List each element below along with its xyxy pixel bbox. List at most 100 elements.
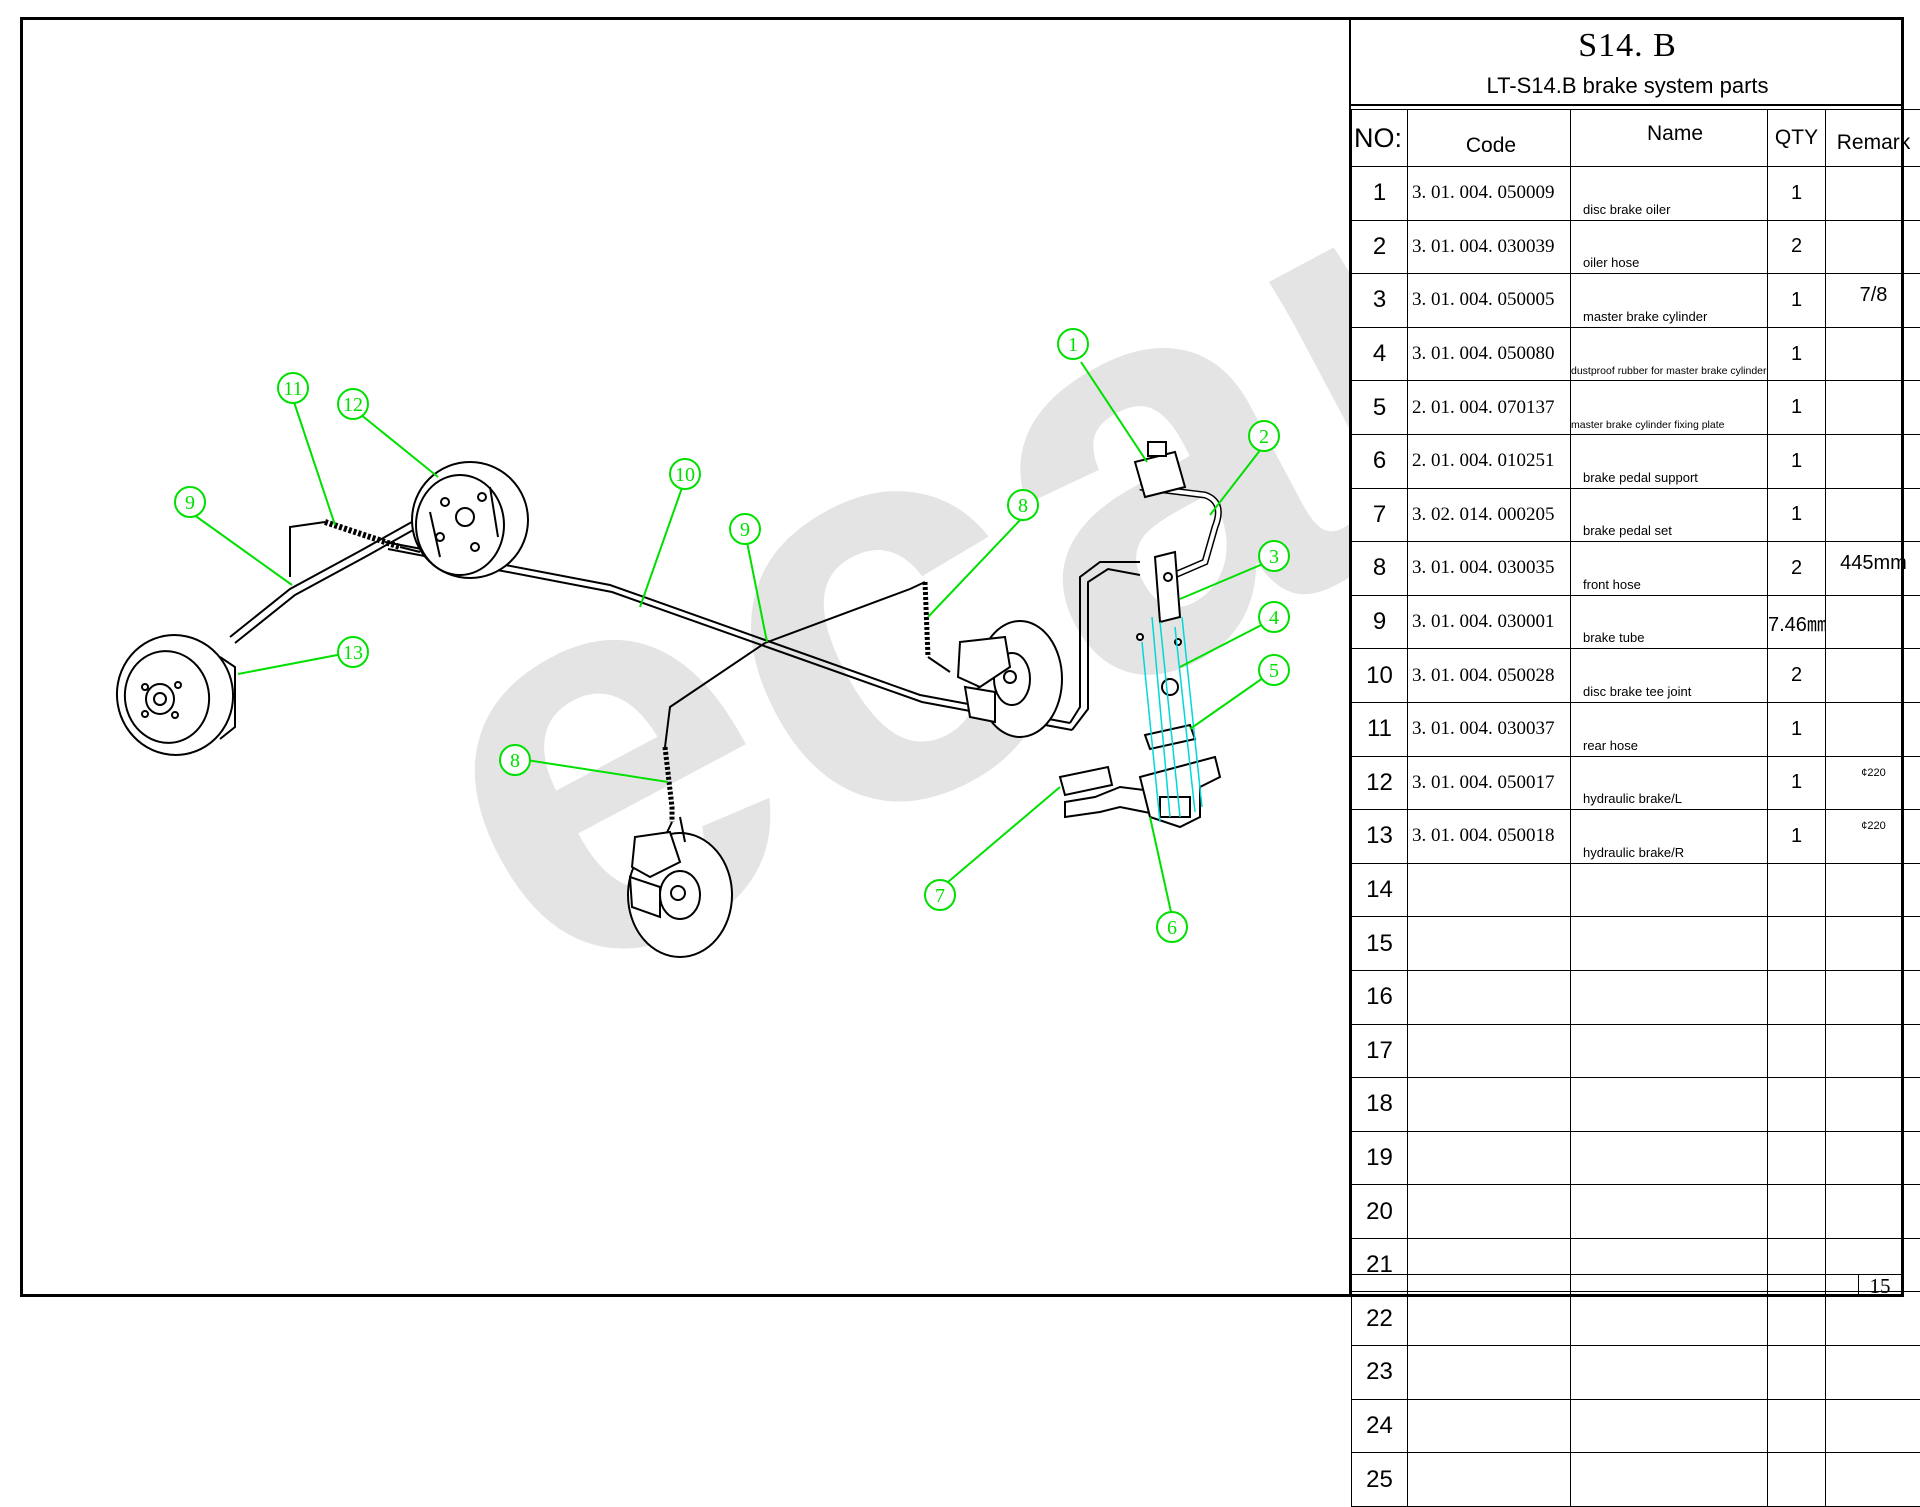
cell-remark (1826, 1131, 1920, 1185)
cell-remark (1826, 1346, 1920, 1400)
cell-code: 3. 01. 004. 030037 (1408, 702, 1571, 756)
cell-name: hydraulic brake/R (1571, 810, 1768, 864)
cell-name (1571, 1399, 1768, 1453)
cell-no: 3 (1352, 274, 1408, 328)
cell-name: disc brake oiler (1571, 167, 1768, 221)
cell-no: 12 (1352, 756, 1408, 810)
callout-label: 7 (935, 885, 945, 907)
cell-code (1408, 863, 1571, 917)
table-row: 15 (1352, 917, 1920, 971)
cell-no: 11 (1352, 702, 1408, 756)
cell-no: 23 (1352, 1346, 1408, 1400)
cell-code: 3. 01. 004. 050018 (1408, 810, 1571, 864)
cell-name: hydraulic brake/L (1571, 756, 1768, 810)
cell-no: 24 (1352, 1399, 1408, 1453)
cell-code (1408, 1399, 1571, 1453)
cell-no: 6 (1352, 434, 1408, 488)
callout-13: 13 (338, 637, 368, 667)
cell-qty (1768, 1399, 1826, 1453)
cell-no: 13 (1352, 810, 1408, 864)
table-row: 23 (1352, 1346, 1920, 1400)
cell-remark: 445mm (1826, 542, 1920, 596)
cell-qty (1768, 1131, 1826, 1185)
cell-remark (1826, 381, 1920, 435)
callout-4: 4 (1259, 602, 1289, 632)
cell-no: 18 (1352, 1078, 1408, 1132)
rear-drum-right (412, 462, 528, 578)
cell-qty (1768, 917, 1826, 971)
cell-no: 10 (1352, 649, 1408, 703)
cell-qty: 1 (1768, 756, 1826, 810)
cell-name (1571, 917, 1768, 971)
cell-remark (1826, 327, 1920, 381)
cell-code: 3. 01. 004. 050080 (1408, 327, 1571, 381)
cell-no: 16 (1352, 970, 1408, 1024)
table-row: 14 (1352, 863, 1920, 917)
cell-remark (1826, 863, 1920, 917)
table-row: 22 (1352, 1292, 1920, 1346)
cell-name: dustproof rubber for master brake cylind… (1571, 327, 1768, 381)
callout-label: 3 (1269, 546, 1279, 568)
callout-label: 1 (1068, 334, 1078, 356)
cell-code (1408, 1292, 1571, 1346)
cell-code: 3. 01. 004. 030035 (1408, 542, 1571, 596)
cell-code (1408, 1453, 1571, 1507)
cell-remark (1826, 220, 1920, 274)
callout-label: 9 (740, 519, 750, 541)
cell-name (1571, 1453, 1768, 1507)
callout-label: 2 (1259, 426, 1269, 448)
cell-remark (1826, 1078, 1920, 1132)
diagram-canvas: ecar (20, 17, 1350, 1297)
callout-7: 7 (925, 880, 955, 910)
cell-code (1408, 1346, 1571, 1400)
page-number: 15 (1858, 1274, 1901, 1297)
table-row: 25 (1352, 1453, 1920, 1507)
callout-label: 5 (1269, 660, 1279, 682)
cell-remark (1826, 434, 1920, 488)
cell-remark (1826, 917, 1920, 971)
cell-no: 17 (1352, 1024, 1408, 1078)
cell-code (1408, 1024, 1571, 1078)
cell-name (1571, 1078, 1768, 1132)
cell-remark (1826, 1185, 1920, 1239)
cell-remark: ¢220 (1826, 810, 1920, 864)
table-row: 17 (1352, 1024, 1920, 1078)
cell-code (1408, 917, 1571, 971)
cell-code: 3. 01. 004. 050005 (1408, 274, 1571, 328)
table-header-row: NO: Code Name QTY Remark (1352, 110, 1920, 167)
cell-code: 3. 01. 004. 050017 (1408, 756, 1571, 810)
table-row: 19 (1352, 1131, 1920, 1185)
cell-name: brake pedal support (1571, 434, 1768, 488)
cell-name: front hose (1571, 542, 1768, 596)
cell-code (1408, 1078, 1571, 1132)
cell-remark (1826, 702, 1920, 756)
cell-qty: 2 (1768, 542, 1826, 596)
table-row: 24 (1352, 1399, 1920, 1453)
callout-9-center: 9 (730, 514, 760, 544)
cell-qty: 2 (1768, 649, 1826, 703)
cell-qty (1768, 1292, 1826, 1346)
cell-no: 20 (1352, 1185, 1408, 1239)
callout-8-left: 8 (500, 745, 530, 775)
cell-name: master brake cylinder (1571, 274, 1768, 328)
header-name: Name (1571, 110, 1768, 167)
table-row: 16 (1352, 970, 1920, 1024)
cell-no: 15 (1352, 917, 1408, 971)
cell-qty (1768, 863, 1826, 917)
callout-label: 13 (343, 642, 363, 664)
cell-name: oiler hose (1571, 220, 1768, 274)
cell-qty: 7.46㎜ (1768, 595, 1826, 649)
table-row: 20 (1352, 1185, 1920, 1239)
callout-9-left: 9 (175, 487, 205, 517)
cell-name: brake tube (1571, 595, 1768, 649)
cell-qty: 1 (1768, 274, 1826, 328)
title-divider (1351, 104, 1904, 106)
cell-qty (1768, 1024, 1826, 1078)
cell-name (1571, 1346, 1768, 1400)
